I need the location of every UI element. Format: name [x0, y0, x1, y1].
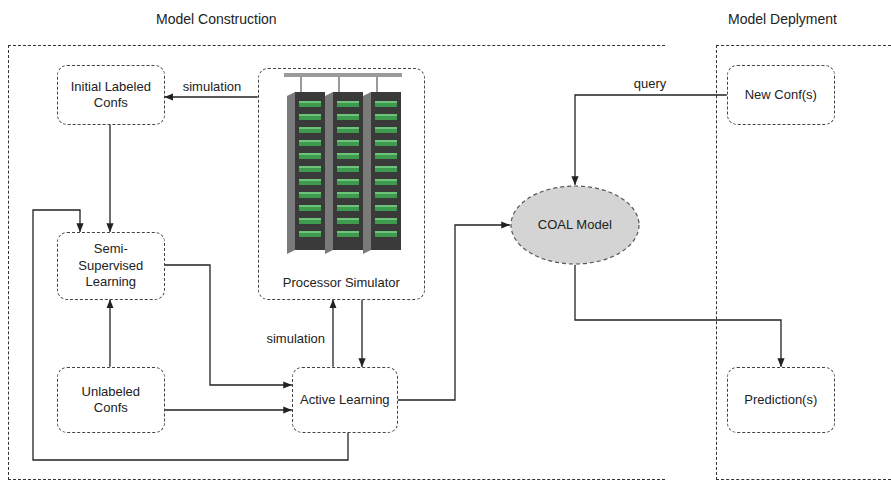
- server-rack: [287, 92, 325, 254]
- stage-region: Model DeplymentNew Conf(s)Prediction(s): [716, 45, 891, 480]
- section-heading: Model Construction: [156, 11, 277, 27]
- process-box: Semi-Supervised Learning: [57, 232, 165, 300]
- flow-arrow: [109, 300, 110, 367]
- node-label: New Conf(s): [745, 87, 817, 103]
- section-heading: Model Deplyment: [728, 11, 837, 27]
- rack-slots: [299, 99, 321, 243]
- flow-arrow: [109, 125, 110, 232]
- server-rack: [325, 92, 363, 254]
- rack-post: [338, 77, 340, 93]
- ellipse-shape: [511, 186, 639, 264]
- flow-arrow: [165, 96, 258, 97]
- data-box: Unlabeled Confs: [57, 367, 165, 433]
- rack-slots: [375, 99, 397, 243]
- data-box: Prediction(s): [727, 367, 835, 433]
- edge-label: query: [632, 76, 669, 91]
- flow-arrow: [361, 300, 362, 367]
- simulator-box: Processor Simulator: [258, 68, 425, 300]
- data-box: New Conf(s): [727, 65, 835, 125]
- flow-arrow: [33, 210, 348, 460]
- rack-bar: [284, 73, 402, 77]
- edge-label: simulation: [181, 79, 244, 94]
- node-label: Initial Labeled Confs: [64, 79, 158, 112]
- flow-arrow: [575, 265, 781, 367]
- node-label: Unlabeled Confs: [64, 384, 158, 417]
- flow-arrow: [398, 225, 510, 400]
- rack-front: [371, 92, 401, 250]
- node-label: Semi-Supervised Learning: [64, 241, 158, 290]
- rack-post: [376, 77, 378, 93]
- server-rack: [363, 92, 401, 254]
- flow-arrow: [332, 300, 333, 367]
- flow-arrow: [165, 409, 292, 410]
- node-label: COAL Model: [538, 217, 612, 233]
- data-box: Initial Labeled Confs: [57, 65, 165, 125]
- rack-side: [325, 92, 333, 254]
- rack-side: [287, 92, 295, 254]
- stage-region: Model ConstructionInitial Labeled ConfsP…: [8, 45, 665, 480]
- node-label: Processor Simulator: [283, 275, 400, 291]
- process-box: Active Learning: [292, 367, 398, 433]
- flow-arrow: [165, 265, 292, 385]
- rack-front: [333, 92, 363, 250]
- rack-post: [300, 77, 302, 93]
- rack-slots: [337, 99, 359, 243]
- node-label: Prediction(s): [744, 392, 817, 408]
- node-label: Active Learning: [300, 392, 390, 408]
- edge-label: simulation: [264, 331, 327, 346]
- model-ellipse: COAL Model: [510, 185, 640, 265]
- rack-side: [363, 92, 371, 254]
- rack-front: [295, 92, 325, 250]
- flow-arrow: [575, 95, 727, 185]
